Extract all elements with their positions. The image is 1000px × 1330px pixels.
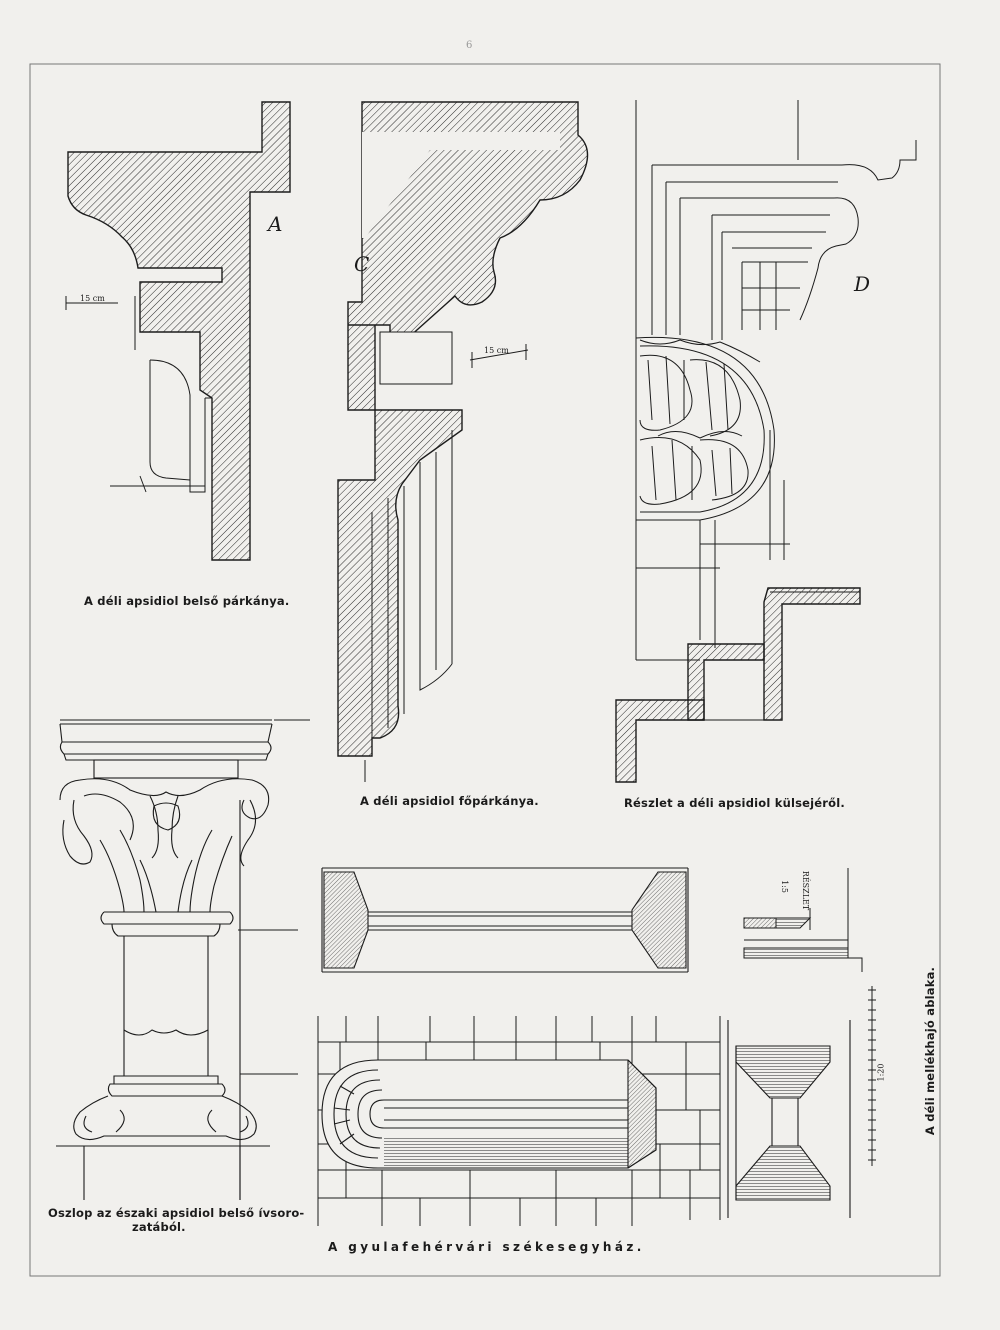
scale-bar — [868, 986, 876, 1166]
figure-c-letter: C — [354, 252, 370, 276]
window-opening-plan — [321, 1059, 657, 1169]
window-detail — [743, 868, 863, 972]
figure-c-caption: A déli apsidiol főpárkánya. — [360, 794, 539, 808]
figure-d-steps — [615, 587, 861, 783]
figure-a-dimension: 15 cm — [80, 294, 105, 303]
window-detail-note: RÉSZLET — [801, 870, 811, 911]
window-elevation — [321, 867, 689, 973]
figure-a-lines — [65, 296, 212, 493]
figure-c-dimension: 15 cm — [484, 346, 509, 355]
figure-c-lines — [364, 344, 529, 782]
figure-d-lower — [636, 430, 860, 661]
column-drawing — [56, 719, 310, 1200]
figure-d-caption: Részlet a déli apsidiol külsejéről. — [624, 796, 845, 810]
column-caption-line1: Oszlop az északi apsidiol belső ívsoro- — [48, 1206, 305, 1220]
plate-title: A gyulafehérvári székesegyház. — [328, 1240, 645, 1254]
page-number: 6 — [466, 40, 473, 51]
figure-d-frame — [635, 100, 917, 660]
figure-d-letter: D — [854, 272, 871, 296]
figure-a-letter: A — [268, 212, 283, 236]
window-caption: A déli mellékhajó ablaka. — [923, 966, 938, 1136]
scale-ratio: 1:20 — [876, 1063, 886, 1082]
window-section — [727, 1020, 851, 1218]
window-detail-ratio: 1:5 — [779, 880, 789, 893]
figure-d-ornament — [635, 336, 775, 521]
figure-a-caption: A déli apsidiol belső párkánya. — [84, 594, 290, 608]
figure-c-profile — [337, 101, 589, 757]
figure-a-profile — [67, 101, 291, 561]
plate-border — [29, 63, 941, 1277]
column-caption-line2: zatából. — [132, 1220, 186, 1234]
